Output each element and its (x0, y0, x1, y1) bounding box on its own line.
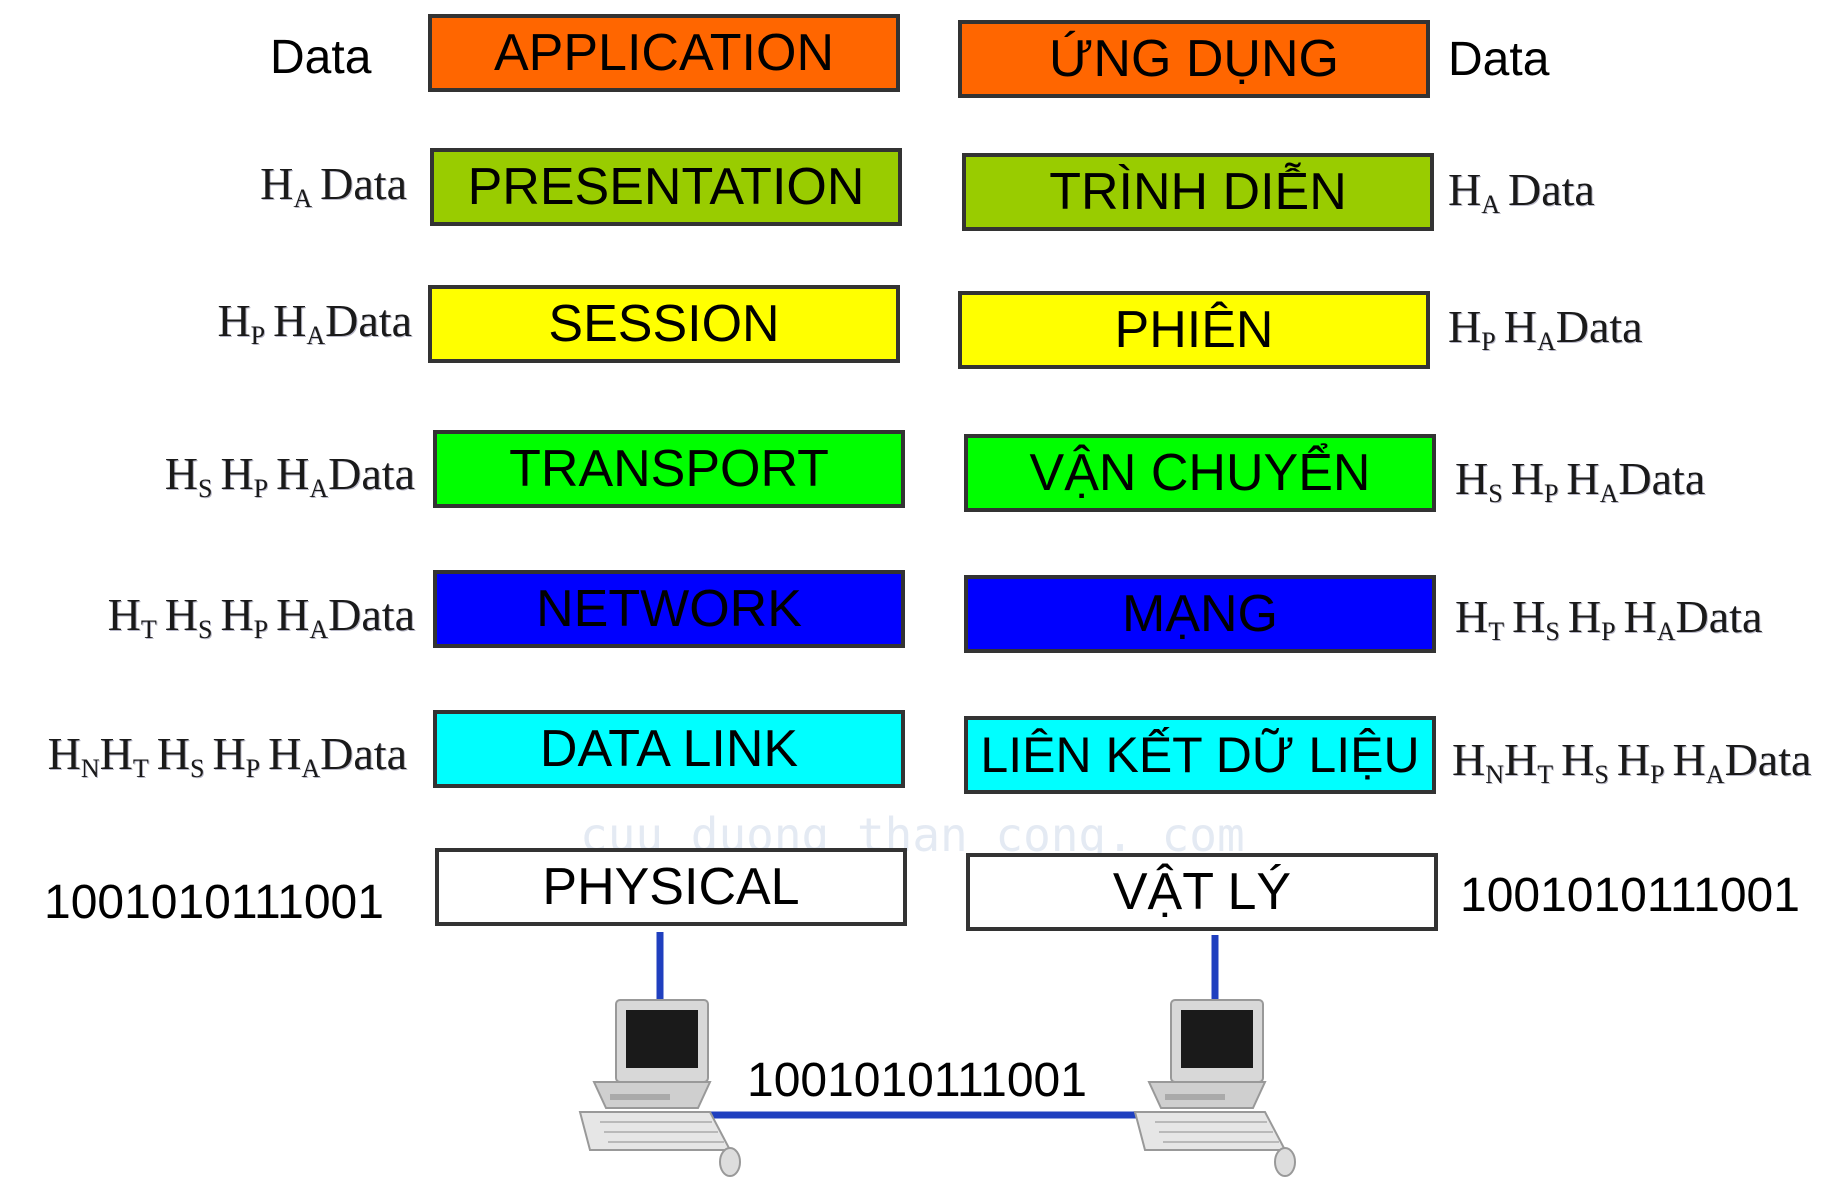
header-a: HA (273, 295, 326, 350)
header-s: HS (164, 448, 213, 503)
data-word: Data (328, 448, 415, 499)
left-layer-network: NETWORK (433, 570, 905, 648)
left-label-application: Data (270, 31, 372, 84)
header-p: HP (220, 448, 269, 503)
data-word: Data (328, 589, 415, 640)
header-p: HP (1448, 301, 1496, 356)
header-t: HT (107, 589, 157, 644)
right-layer-session: PHIÊN (958, 291, 1430, 369)
left-layer-physical: PHYSICAL (435, 848, 907, 926)
data-word: Data (1724, 734, 1812, 785)
header-s: HS (1512, 591, 1560, 646)
data-word: Data (320, 728, 407, 779)
right-layer-transport: VẬN CHUYỂN (964, 434, 1436, 512)
header-t: HT (99, 728, 149, 783)
data-word: Data (320, 158, 407, 209)
header-a: HA (268, 728, 321, 783)
header-s: HS (164, 589, 213, 644)
right-layer-network: MẠNG (964, 575, 1436, 653)
header-p: HP (212, 728, 261, 783)
header-a: HA (1448, 164, 1501, 219)
header-s: HS (156, 728, 205, 783)
header-a: HA (1672, 734, 1725, 789)
left-label-physical: 1001010111001 (44, 876, 384, 929)
data-word: Data (1555, 301, 1643, 352)
header-a: HA (260, 158, 313, 213)
header-a: HA (276, 589, 329, 644)
right-layer-physical: VẬT LÝ (966, 853, 1438, 931)
header-s: HS (1455, 453, 1503, 508)
left-layer-session: SESSION (428, 285, 900, 363)
header-a: HA (276, 448, 329, 503)
right-layer-presentation: TRÌNH DIỄN (962, 153, 1434, 231)
header-s: HS (1561, 734, 1609, 789)
data-word: Data (1508, 164, 1595, 215)
desktop-computer-icon (1133, 999, 1296, 1177)
right-label-physical: 1001010111001 (1460, 869, 1800, 922)
left-layer-presentation: PRESENTATION (430, 148, 902, 226)
header-p: HP (220, 589, 269, 644)
link-bits-label: 1001010111001 (747, 1054, 1087, 1107)
header-p: HP (1616, 734, 1665, 789)
header-n: HN (47, 728, 100, 783)
left-layer-application: APPLICATION (428, 14, 900, 92)
left-layer-transport: TRANSPORT (433, 430, 905, 508)
right-layer-application: ỨNG DỤNG (958, 20, 1430, 98)
left-layer-datalink: DATA LINK (433, 710, 905, 788)
right-layer-datalink: LIÊN KẾT DỮ LIỆU (964, 716, 1436, 794)
header-t: HT (1455, 591, 1505, 646)
data-word: Data (1618, 453, 1706, 504)
header-a: HA (1566, 453, 1619, 508)
header-p: HP (217, 295, 266, 350)
header-p: HP (1510, 453, 1559, 508)
right-label-application: Data (1448, 33, 1550, 86)
header-a: HA (1623, 591, 1676, 646)
header-n: HN (1452, 734, 1505, 789)
data-word: Data (325, 295, 412, 346)
desktop-computer-icon (578, 999, 741, 1177)
header-t: HT (1504, 734, 1554, 789)
header-a: HA (1503, 301, 1556, 356)
data-word: Data (1675, 591, 1763, 642)
header-p: HP (1567, 591, 1616, 646)
